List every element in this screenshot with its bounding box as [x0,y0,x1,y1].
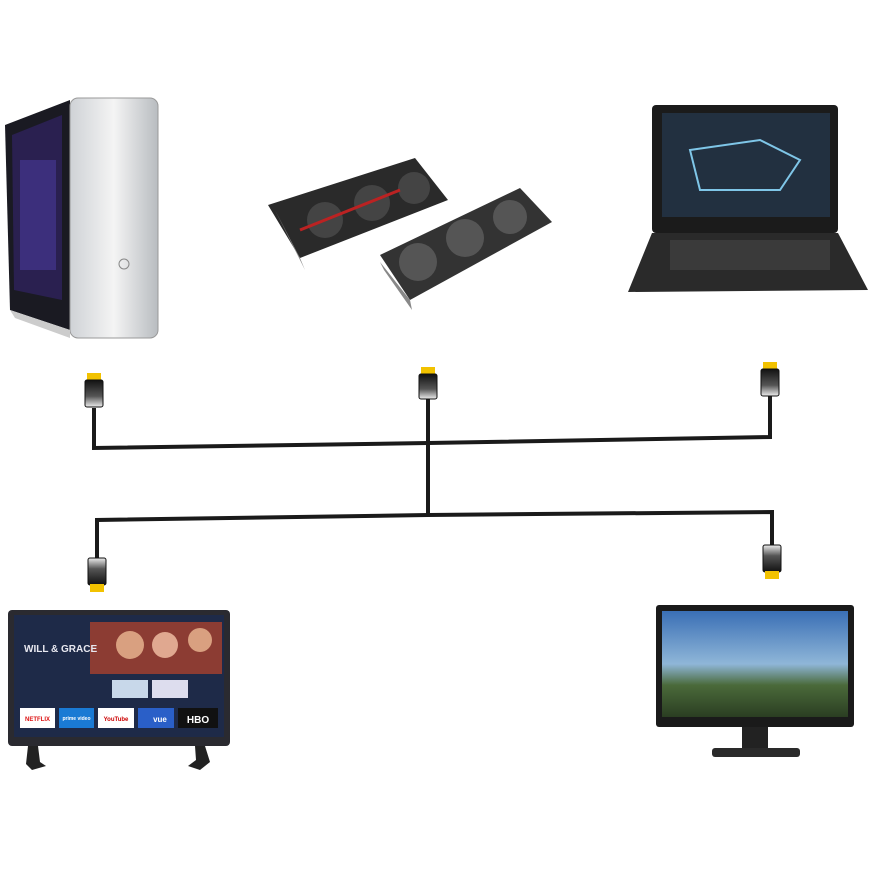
cable-monitor [427,509,774,547]
tv-show-title: WILL & GRACE [24,644,97,655]
hdmi-connector-pc [84,373,104,408]
hdmi-connector-monitor [762,544,782,579]
smart-tv-icon: WILL & GRACE NETFLIX prime video YouTube… [8,610,230,770]
tv-app-vue: vue [153,715,167,724]
cable-laptop [427,395,772,445]
tv-app-netflix: NETFLIX [25,717,50,723]
cable-pc [92,408,429,451]
hdmi-connector-tv [87,557,107,592]
monitor-icon [656,605,854,757]
cable-tv [95,513,429,560]
tv-app-prime-video: prime video [62,716,90,722]
tv-app-youtube: YouTube [104,717,129,723]
tv-app-hbo: HBO [187,715,209,726]
graphics-cards-icon [268,158,552,310]
hdmi-cables [92,395,774,560]
laptop-icon [628,105,868,292]
hdmi-connector-laptop [760,362,780,397]
pc-tower-icon [5,97,159,339]
hdmi-connector-gpu [418,367,438,400]
